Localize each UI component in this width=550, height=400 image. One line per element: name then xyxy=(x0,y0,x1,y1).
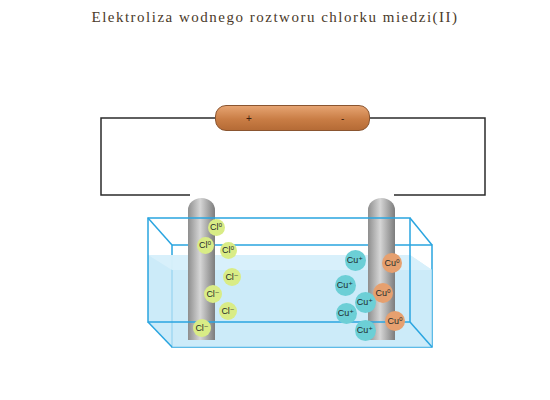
ion-circle: Cu⁰ xyxy=(373,283,393,303)
power-source: +- xyxy=(215,105,370,131)
ion-circle: Cl⁰ xyxy=(208,219,225,236)
ion-label: Cu⁺ xyxy=(357,325,373,335)
tank-edge xyxy=(410,322,432,347)
ion-circle: Cu⁰ xyxy=(382,253,402,273)
minus-sign: - xyxy=(341,113,344,124)
ion-label: Cl⁻ xyxy=(221,306,234,316)
plus-sign: + xyxy=(246,113,252,124)
ion-circle: Cu⁰ xyxy=(385,311,405,331)
ion-label: Cu⁺ xyxy=(338,308,354,318)
ion-label: Cl⁻ xyxy=(195,323,208,333)
ion-label: Cl⁰ xyxy=(222,245,234,255)
wire-left xyxy=(101,118,215,195)
ion-circle: Cl⁰ xyxy=(197,237,214,254)
tank-edge xyxy=(148,218,172,245)
ion-circle: Cl⁻ xyxy=(193,319,211,337)
anode xyxy=(188,198,215,340)
ion-label: Cl⁻ xyxy=(206,289,219,299)
ion-label: Cu⁺ xyxy=(337,280,353,290)
ion-circle: Cl⁻ xyxy=(223,268,241,286)
ion-label: Cu⁺ xyxy=(357,297,373,307)
ion-label: Cu⁰ xyxy=(387,316,402,326)
ion-label: Cu⁰ xyxy=(384,258,399,268)
ion-label: Cl⁻ xyxy=(225,272,238,282)
ion-circle: Cl⁰ xyxy=(220,242,237,259)
ion-circle: Cu⁺ xyxy=(355,292,376,313)
ion-circle: Cu⁺ xyxy=(335,275,356,296)
ion-label: Cl⁰ xyxy=(210,222,222,232)
ion-label: Cl⁰ xyxy=(199,240,211,250)
ion-label: Cu⁺ xyxy=(347,255,363,265)
wire-right xyxy=(370,118,485,195)
ion-circle: Cl⁻ xyxy=(219,302,237,320)
ion-circle: Cu⁺ xyxy=(355,320,376,341)
tank-edge xyxy=(148,322,172,347)
title: Elektroliza wodnego roztworu chlorku mie… xyxy=(0,9,550,26)
ion-label: Cu⁰ xyxy=(375,288,390,298)
ion-circle: Cu⁺ xyxy=(336,303,357,324)
ion-circle: Cl⁻ xyxy=(204,285,222,303)
ion-circle: Cu⁺ xyxy=(345,250,366,271)
tank-front-face xyxy=(148,218,410,322)
tank-edge xyxy=(410,218,432,245)
tank-front xyxy=(148,218,432,347)
